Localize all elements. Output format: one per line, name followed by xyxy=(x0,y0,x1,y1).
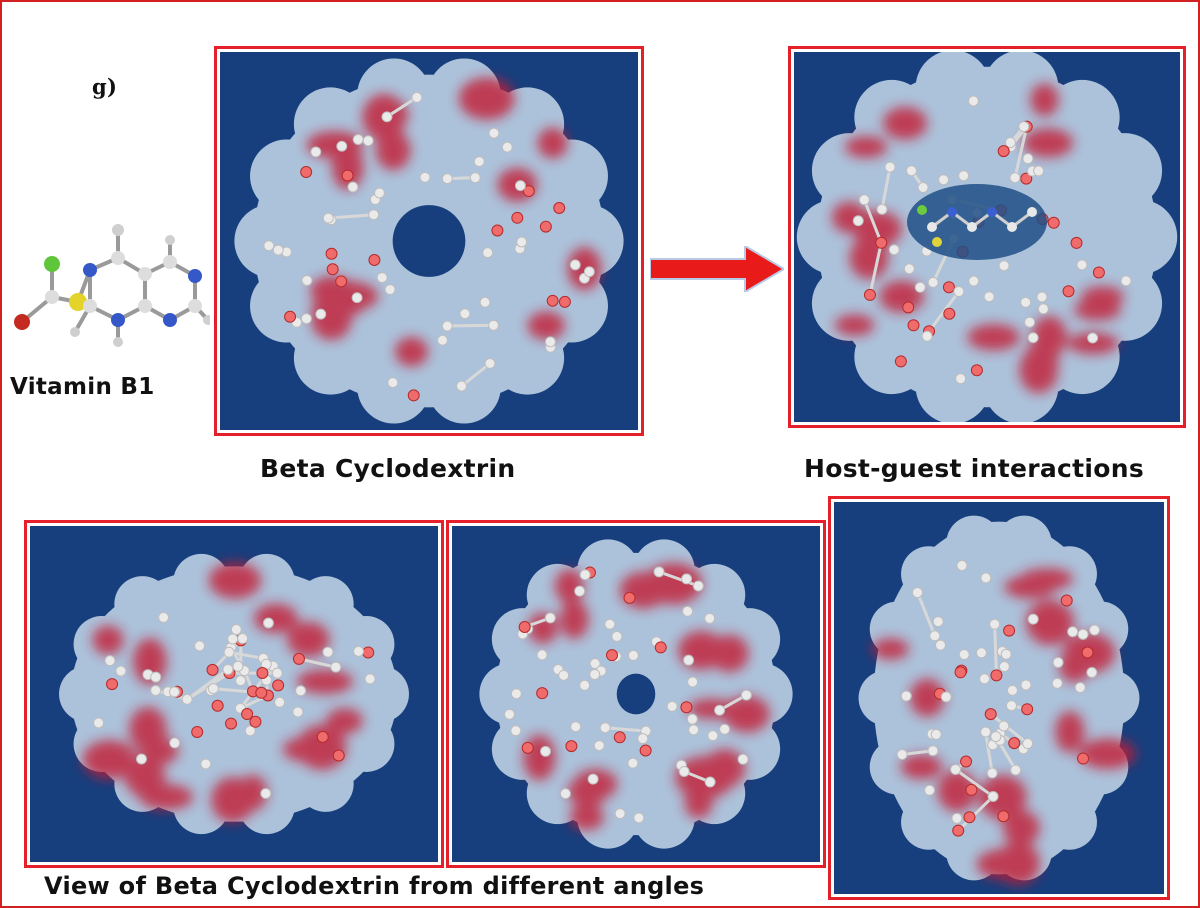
vertical-view-panel xyxy=(828,496,1170,900)
side-view-panel xyxy=(24,520,444,868)
right-arrow-icon xyxy=(650,246,784,292)
vitamin-b1-label: Vitamin B1 xyxy=(10,374,155,400)
beta-cyclodextrin-top-view xyxy=(214,46,644,436)
tilted-view-panel xyxy=(446,520,826,868)
vitamin-b1-molecule xyxy=(14,224,210,347)
panel-label: g) xyxy=(92,74,118,99)
host-guest-caption: Host-guest interactions xyxy=(804,454,1145,483)
host-guest-complex-view xyxy=(788,46,1186,428)
beta-cyclodextrin-caption: Beta Cyclodextrin xyxy=(260,454,516,483)
views-caption: View of Beta Cyclodextrin from different… xyxy=(44,872,705,900)
